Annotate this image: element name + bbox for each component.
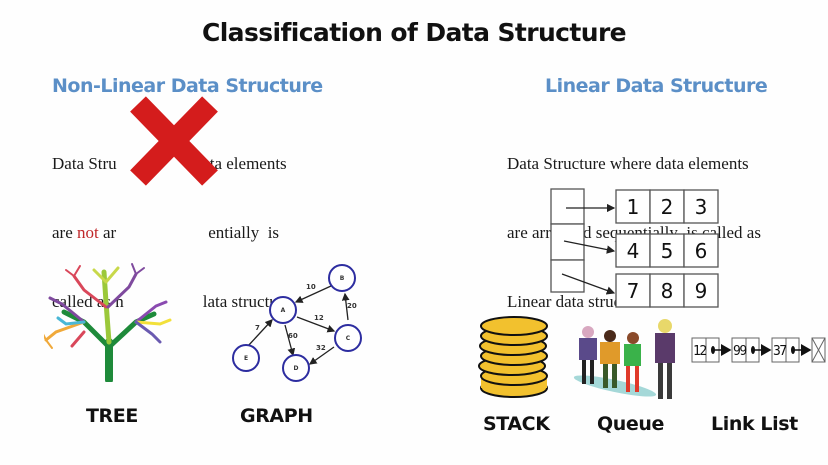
- array-cell-value: 6: [695, 239, 708, 263]
- desc-line: Data Structure where data elements: [507, 154, 749, 173]
- graph-label: GRAPH: [240, 405, 313, 427]
- array-cell-value: 9: [695, 279, 708, 303]
- linked-list-icon: 12 99 37: [691, 337, 826, 363]
- edge-weight: 32: [316, 344, 326, 352]
- person-icon: [600, 330, 620, 388]
- edge-e-a: [247, 319, 273, 347]
- pointer-cell: [550, 188, 585, 225]
- emphasis-not: not: [77, 223, 99, 242]
- array-cell: [615, 189, 651, 224]
- node-label: E: [244, 355, 248, 362]
- person-icon: [655, 319, 675, 399]
- graph-node-e: [232, 344, 260, 372]
- node-label: C: [346, 335, 351, 342]
- linear-heading: Linear Data Structure: [545, 75, 768, 97]
- edge-b-a: [294, 285, 332, 303]
- linked-list-node: 12: [691, 337, 732, 363]
- edge-weight: 7: [255, 324, 260, 332]
- tree-label: TREE: [86, 405, 138, 427]
- graph-edges: [247, 285, 350, 365]
- edge-weight: 60: [288, 332, 298, 340]
- edge-a-c: [296, 316, 336, 333]
- edge-weight: 10: [306, 283, 316, 291]
- linked-list-node: 99: [731, 337, 772, 363]
- linked-list-value: 99: [733, 344, 746, 359]
- array-cell: [683, 273, 719, 308]
- edge-c-b: [341, 292, 350, 321]
- node-label: B: [340, 275, 345, 282]
- graph-icon: A B C D E 10 12 20 7 60 32: [232, 264, 362, 382]
- non-linear-heading: Non-Linear Data Structure: [52, 75, 323, 97]
- graph-node-b: [328, 264, 356, 292]
- array-cell-value: 1: [627, 195, 640, 219]
- person-icon: [579, 326, 597, 384]
- array-cell-value: 8: [661, 279, 674, 303]
- people-queue-icon: [573, 319, 675, 399]
- edge-weight: 20: [347, 302, 357, 310]
- array-cell: [683, 189, 719, 224]
- cross-icon: [130, 96, 218, 186]
- array-cell-value: 7: [627, 279, 640, 303]
- array-cell-value: 5: [661, 239, 674, 263]
- stack-label: STACK: [483, 413, 550, 435]
- linked-list-value: 37: [773, 344, 786, 359]
- graph-node-a: [269, 296, 297, 324]
- person-icon: [624, 332, 641, 392]
- array-cell: [649, 233, 685, 268]
- graph-node-d: [282, 354, 310, 382]
- tree-icon: [44, 263, 172, 382]
- edge-a-d: [284, 324, 296, 357]
- edge-c-d: [308, 346, 335, 365]
- array-cell-value: 4: [627, 239, 640, 263]
- page-title: Classification of Data Structure: [201, 18, 627, 47]
- array-cell-value: 3: [695, 195, 708, 219]
- linked-list-node: 37: [771, 337, 812, 363]
- graph-node-c: [334, 324, 362, 352]
- coin-stack-icon: [478, 316, 548, 398]
- node-label: D: [294, 365, 299, 372]
- queue-label: Queue: [597, 413, 664, 435]
- null-terminator: [811, 337, 826, 363]
- linked-list-value: 12: [693, 344, 706, 359]
- linked-list-label: Link List: [711, 413, 798, 435]
- array-cell: [649, 189, 685, 224]
- array-cell-value: 2: [661, 195, 674, 219]
- node-label: A: [281, 307, 286, 314]
- array-cell: [683, 233, 719, 268]
- edge-weight: 12: [314, 314, 324, 322]
